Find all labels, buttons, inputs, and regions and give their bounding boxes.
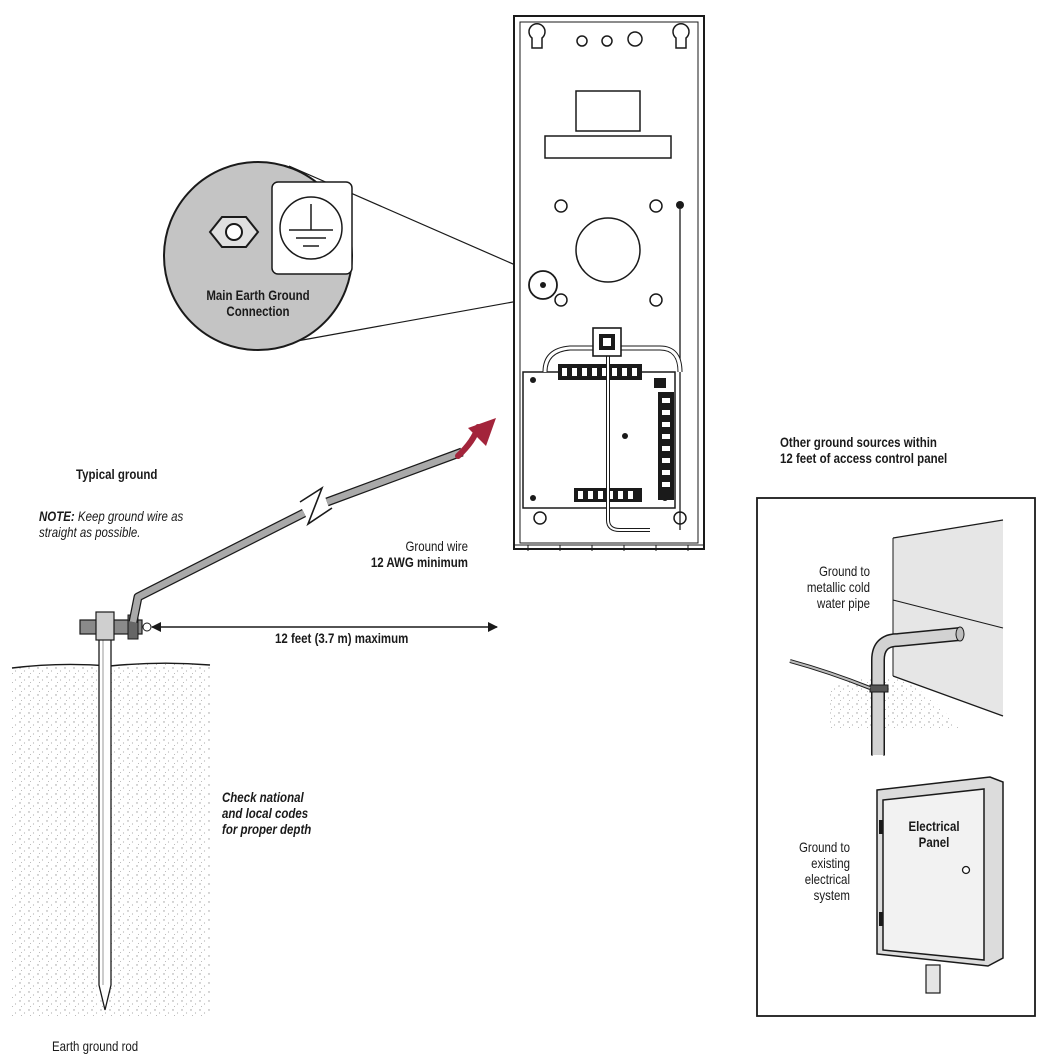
pipe-soil bbox=[830, 677, 960, 730]
main-earth-ground-label: Main Earth Ground Connection bbox=[192, 287, 323, 319]
pipe-label-line-2: metallic cold bbox=[806, 579, 870, 595]
note-line-1: Keep ground wire as bbox=[74, 508, 184, 524]
earth-ground-rod bbox=[98, 621, 112, 1011]
ground-wire-line-1: Ground wire bbox=[405, 538, 468, 554]
ground-wire bbox=[128, 447, 464, 623]
system-label-line-4: system bbox=[813, 887, 850, 903]
depth-note: Check national and local codes for prope… bbox=[222, 789, 311, 837]
distance-label: 12 feet (3.7 m) maximum bbox=[275, 630, 409, 646]
note-line-2: straight as possible. bbox=[39, 524, 141, 540]
wall bbox=[892, 519, 1004, 717]
ground-wire-line-2: 12 AWG minimum bbox=[370, 554, 468, 570]
depth-note-line-1: Check national bbox=[222, 789, 304, 805]
earth-ground-rod-label: Earth ground rod bbox=[52, 1038, 139, 1054]
pipe-label-line-1: Ground to bbox=[818, 563, 870, 579]
typical-ground-title: Typical ground bbox=[76, 466, 158, 482]
hex-nut-icon bbox=[208, 216, 260, 248]
access-control-panel bbox=[513, 15, 705, 551]
rod-clamp bbox=[79, 611, 152, 641]
system-label-line-3: electrical bbox=[804, 871, 850, 887]
other-sources-title: Other ground sources within 12 feet of a… bbox=[780, 434, 947, 466]
other-sources-title-line-2: 12 feet of access control panel bbox=[780, 450, 948, 466]
ground-wire-label: Ground wire 12 AWG minimum bbox=[370, 538, 468, 570]
water-pipe bbox=[789, 626, 965, 756]
other-sources-box bbox=[756, 497, 1036, 1017]
system-label: Ground to existing electrical system bbox=[778, 839, 850, 903]
zoom-callout bbox=[163, 161, 536, 351]
pipe-label-line-3: water pipe bbox=[817, 595, 870, 611]
note-prefix: NOTE: bbox=[39, 508, 75, 524]
note-text: NOTE: Keep ground wire as straight as po… bbox=[39, 508, 183, 540]
main-earth-ground-line-1: Main Earth Ground bbox=[206, 287, 310, 303]
pipe-label: Ground to metallic cold water pipe bbox=[778, 563, 870, 611]
ground-symbol-icon bbox=[271, 181, 353, 275]
system-label-line-1: Ground to bbox=[798, 839, 850, 855]
depth-note-line-3: for proper depth bbox=[222, 821, 312, 837]
electrical-panel-label: Electrical Panel bbox=[896, 818, 971, 850]
electrical-panel bbox=[876, 776, 1004, 994]
other-sources-title-line-1: Other ground sources within bbox=[780, 434, 937, 450]
main-earth-ground-line-2: Connection bbox=[226, 303, 290, 319]
system-label-line-2: existing bbox=[811, 855, 850, 871]
electrical-panel-line-1: Electrical bbox=[908, 818, 960, 834]
electrical-panel-line-2: Panel bbox=[918, 834, 950, 850]
depth-note-line-2: and local codes bbox=[222, 805, 309, 821]
direction-arrow bbox=[455, 418, 496, 459]
